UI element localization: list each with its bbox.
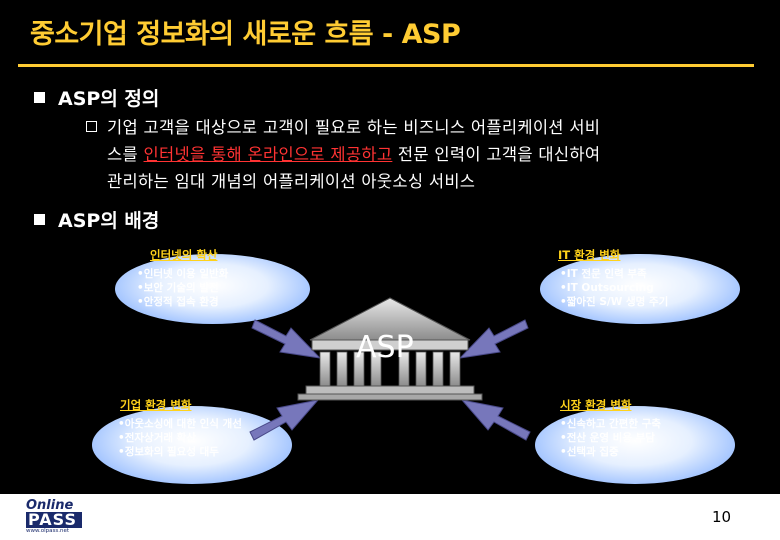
arrow-icons bbox=[249, 319, 531, 441]
tag-bottom-right: 시장 환경 변화 bbox=[560, 398, 632, 412]
tag-top-right: IT 환경 변화 bbox=[558, 248, 621, 262]
footer-bar bbox=[0, 494, 780, 540]
page-title: 중소기업 정보화의 새로운 흐름 - ASP bbox=[30, 19, 461, 50]
logo-url: www.olpass.net bbox=[26, 528, 69, 534]
ellipse-top-left bbox=[115, 254, 310, 324]
definition-line-2: 스를 인터넷을 통해 온라인으로 제공하고 전문 인력이 고객을 대신하여 bbox=[107, 141, 747, 168]
title-divider bbox=[18, 64, 754, 67]
list-item: •IT 전문 인력 부족 bbox=[560, 268, 647, 280]
list-item: •보안 기술의 발전 bbox=[137, 282, 219, 294]
section-heading-definition: ASP의 정의 bbox=[58, 88, 160, 110]
list-item: •IT Outsourcing bbox=[560, 282, 654, 294]
ellipse-top-right bbox=[540, 254, 740, 324]
list-top-left: •인터넷 이용 일반화 •보안 기술의 발전 •안정적 접속 환경 bbox=[137, 267, 228, 309]
page-number: 10 bbox=[712, 508, 732, 526]
tag-bottom-left: 기업 환경 변화 bbox=[120, 398, 192, 412]
list-item: •인터넷 이용 일반화 bbox=[137, 268, 229, 280]
logo-line-2: PASS bbox=[26, 512, 82, 528]
list-item: •전자상거래 확산 bbox=[118, 432, 196, 444]
arrow-top-right-icon bbox=[458, 319, 529, 359]
asp-center-label: ASP bbox=[356, 330, 414, 365]
list-item: •짧아진 S/W 생명 주기 bbox=[560, 296, 669, 308]
list-top-right: •IT 전문 인력 부족 •IT Outsourcing •짧아진 S/W 생명… bbox=[560, 267, 668, 309]
hollow-square-bullet-icon bbox=[86, 121, 97, 132]
list-item: •안정적 접속 환경 bbox=[137, 296, 219, 308]
list-item: •정보화의 필요성 대두 bbox=[118, 446, 219, 458]
diagram-graphics bbox=[249, 297, 531, 441]
building-icon bbox=[297, 297, 483, 401]
list-bottom-left: •아웃소싱에 대한 인식 개선 •전자상거래 확산 •정보화의 필요성 대두 bbox=[118, 417, 242, 459]
ellipse-bottom-left bbox=[92, 406, 292, 484]
arrow-bottom-right-icon bbox=[460, 399, 531, 441]
definition-line-3: 관리하는 임대 개념의 어플리케이션 아웃소싱 서비스 bbox=[107, 172, 476, 191]
tag-top-left: 인터넷의 확산 bbox=[150, 248, 218, 262]
definition-highlight: 인터넷을 통해 온라인으로 제공하고 bbox=[143, 145, 393, 164]
arrow-bottom-left-icon bbox=[249, 399, 320, 441]
list-item: •아웃소싱에 대한 인식 개선 bbox=[118, 418, 242, 430]
arrow-top-left-icon bbox=[251, 319, 322, 359]
definition-line-2-end: 전문 인력이 고객을 대신하여 bbox=[392, 145, 601, 164]
list-bottom-right: •신속하고 간편한 구축 •전산 운영 비용 부담 •선택과 집중 bbox=[560, 417, 661, 459]
square-bullet-icon bbox=[34, 92, 45, 103]
section-heading-background: ASP의 배경 bbox=[58, 210, 160, 232]
list-item: •신속하고 간편한 구축 bbox=[560, 418, 661, 430]
list-item: •선택과 집중 bbox=[560, 446, 619, 458]
square-bullet-icon bbox=[34, 214, 45, 225]
logo-line-1: Online bbox=[26, 498, 74, 513]
definition-line-1: 기업 고객을 대상으로 고객이 필요로 하는 비즈니스 어플리케이션 서비 bbox=[107, 118, 601, 137]
onlinepass-logo: Online PASS www.olpass.net bbox=[26, 498, 82, 534]
definition-paragraph: 기업 고객을 대상으로 고객이 필요로 하는 비즈니스 어플리케이션 서비 스를… bbox=[107, 114, 747, 195]
list-item: •전산 운영 비용 부담 bbox=[560, 432, 655, 444]
ellipse-bottom-right bbox=[535, 406, 735, 484]
asp-background-diagram: 인터넷의 확산 •인터넷 이용 일반화 •보안 기술의 발전 •안정적 접속 환… bbox=[0, 240, 780, 494]
definition-line-2-start: 스를 bbox=[107, 145, 144, 164]
